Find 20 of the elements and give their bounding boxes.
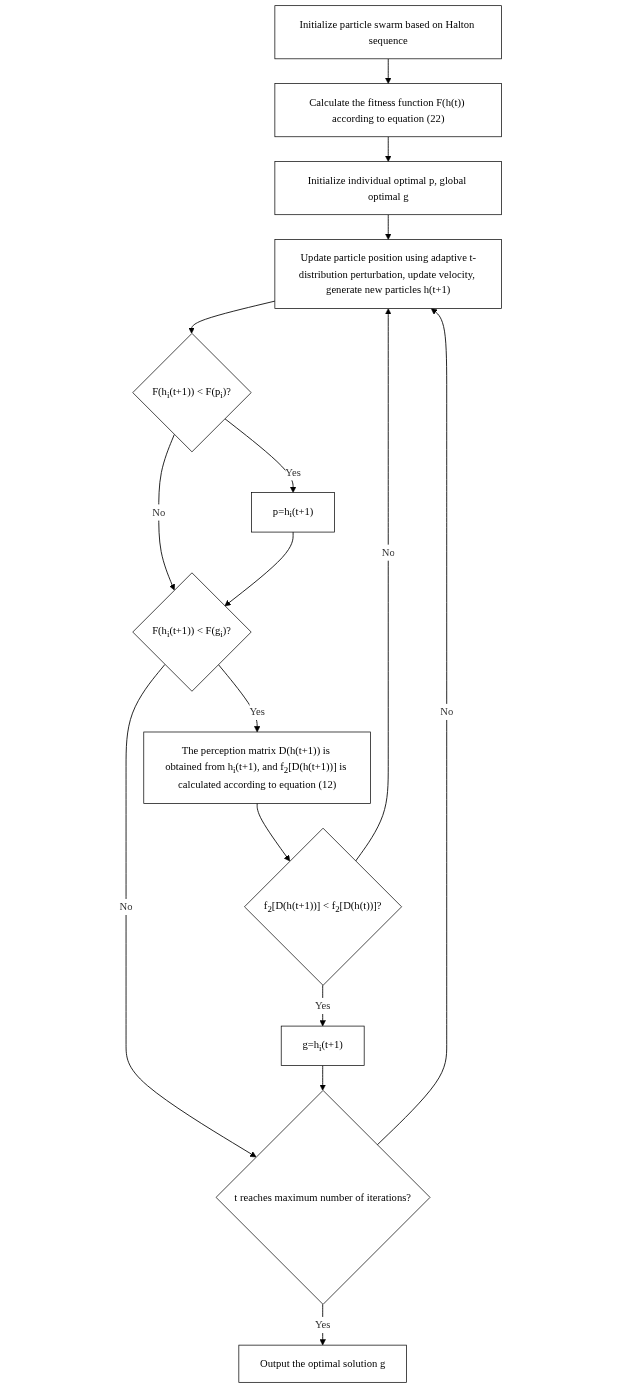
node-box: Initialize individual optimal p, global optimal g <box>274 161 502 216</box>
edge-label: No <box>440 705 454 718</box>
node-box: p=h$_{i}$(t+1) <box>251 492 335 533</box>
node-box: The perception matrix D(h(t+1)) is obtained from h$_{i}$(t+1), and f$_{2}$[D(h(t+1))] is calculated according to equation (12) <box>143 731 371 804</box>
node-diamond: F(h$_{i}$(t+1)) < F(g$_{i}$)? <box>132 572 252 692</box>
node-diamond: f$_{2}$[D(h(t+1))] < f$_{2}$[D(h(t))]? <box>244 827 402 986</box>
edge-label: Yes <box>314 1318 331 1331</box>
edge-label: Yes <box>249 705 265 718</box>
node-box: Calculate the fitness function F(h(t)) according to equation (22) <box>274 83 502 138</box>
node-diamond: F(h$_{i}$(t+1)) < F(p$_{i}$)? <box>132 333 252 453</box>
node-box: Update particle position using adaptive t-distribution perturbation, update velocity, generate new particles h(t+1) <box>274 239 502 309</box>
node-box: Output the optimal solution g <box>238 1344 407 1383</box>
edge-label: Yes <box>285 466 301 478</box>
edge-label: No <box>152 506 166 518</box>
edge-label: No <box>381 546 395 558</box>
node-box: g=h$_{i}$(t+1) <box>280 1025 365 1066</box>
edge-label: No <box>119 900 133 913</box>
edge-label: Yes <box>314 999 331 1012</box>
node-diamond: t reaches maximum number of iterations? <box>215 1090 431 1305</box>
node-box: Initialize particle swarm based on Halton sequence <box>274 5 502 60</box>
